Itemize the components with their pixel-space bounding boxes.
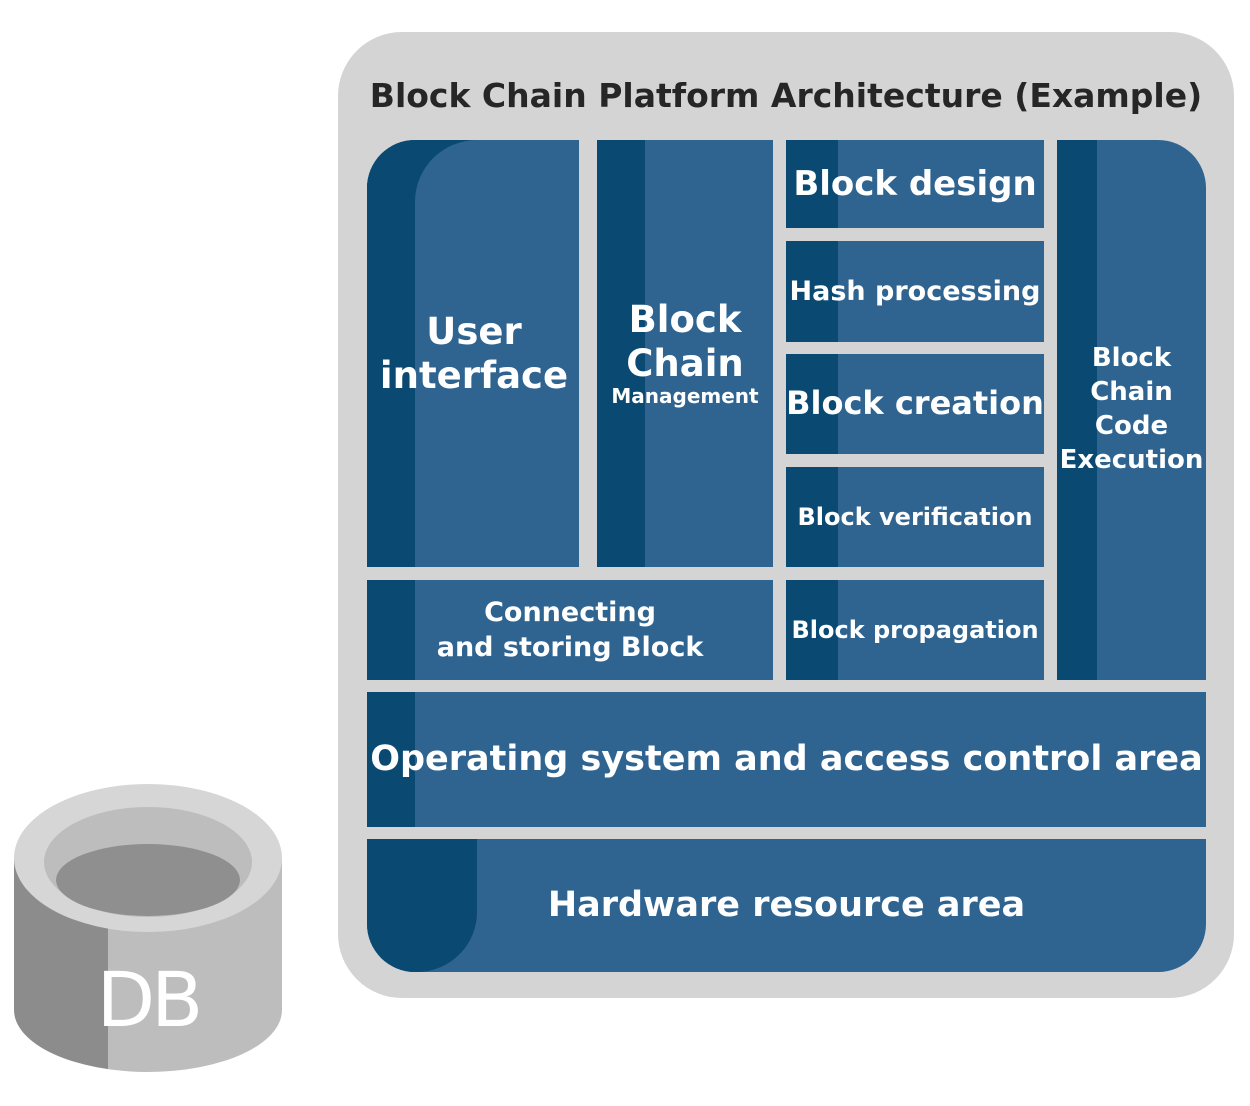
block-stripe <box>786 467 838 567</box>
block-stripe <box>367 839 477 972</box>
block-stripe <box>367 580 415 680</box>
hardware-area-block: Hardware resource area <box>367 839 1206 972</box>
os-area-label: Operating system and access control area <box>370 738 1203 779</box>
block-verification-label: Block verification <box>797 502 1033 531</box>
code-execution-block: Block Chain Code Execution <box>1057 140 1206 680</box>
code-execution-line2: Chain <box>1090 377 1173 408</box>
code-execution-line3: Code <box>1094 411 1169 441</box>
hash-processing-label: Hash processing <box>789 275 1041 307</box>
corner-accent-fill <box>415 140 579 260</box>
block-chain-management-line2: Chain <box>626 341 744 385</box>
os-area-block: Operating system and access control area <box>367 692 1206 827</box>
block-stripe <box>367 692 415 827</box>
db-label: DB <box>96 955 204 1044</box>
block-design-label: Block design <box>793 163 1037 204</box>
block-verification-block: Block verification <box>786 467 1044 567</box>
block-stripe <box>786 580 838 680</box>
block-creation-block: Block creation <box>786 354 1044 454</box>
user-interface-line1: User <box>426 309 522 353</box>
block-stripe <box>786 140 838 228</box>
block-design-block: Block design <box>786 140 1044 228</box>
block-chain-management-line1: Block <box>628 298 742 342</box>
architecture-grid: User interface Block Chain Management Bl… <box>367 140 1206 972</box>
block-stripe <box>597 140 645 567</box>
code-execution-line4: Execution <box>1059 444 1204 475</box>
block-creation-label: Block creation <box>786 384 1044 423</box>
hash-processing-block: Hash processing <box>786 241 1044 342</box>
block-stripe <box>786 241 838 342</box>
code-execution-line1: Block <box>1091 343 1172 374</box>
diagram-title: Block Chain Platform Architecture (Examp… <box>369 76 1203 115</box>
database-icon <box>14 784 282 1072</box>
block-propagation-label: Block propagation <box>791 615 1039 644</box>
block-stripe <box>786 354 838 454</box>
connecting-line1: Connecting <box>484 596 656 628</box>
connecting-line2: and storing Block <box>436 632 704 663</box>
block-stripe <box>1057 140 1097 680</box>
user-interface-line2: interface <box>379 353 569 397</box>
connecting-storing-block: Connecting and storing Block <box>367 580 773 680</box>
block-chain-management-block: Block Chain Management <box>597 140 773 567</box>
hardware-area-label: Hardware resource area <box>547 884 1026 925</box>
block-propagation-block: Block propagation <box>786 580 1044 680</box>
block-chain-management-sub: Management <box>611 384 759 409</box>
